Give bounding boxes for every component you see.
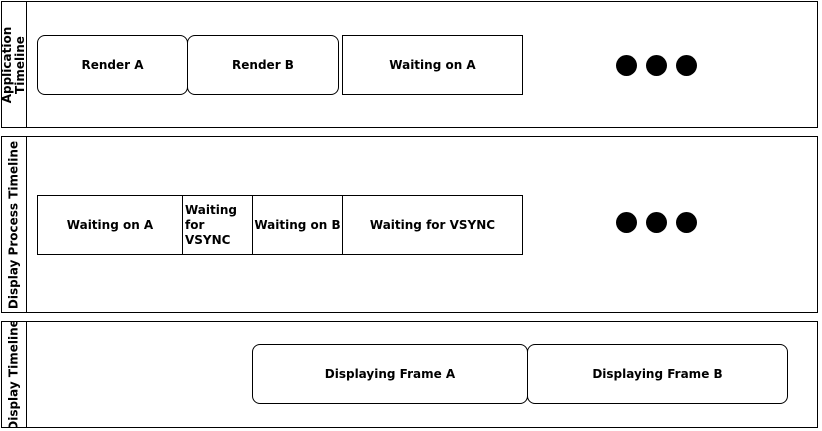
lane-header: Application Timeline xyxy=(2,2,27,127)
displaying-frame-a-box: Displaying Frame A xyxy=(252,344,528,404)
lane-label: Display Process Timeline xyxy=(6,140,21,309)
display-lane: Display Timeline Displaying Frame A Disp… xyxy=(1,321,818,428)
waiting-on-a-box: Waiting on A xyxy=(37,195,183,255)
application-lane: Application Timeline Render A Render B W… xyxy=(1,1,818,128)
dot xyxy=(646,55,667,76)
dot xyxy=(676,55,697,76)
dot xyxy=(616,55,637,76)
waiting-on-a-box: Waiting on A xyxy=(342,35,523,95)
lane-label: Application Timeline xyxy=(2,26,27,103)
render-a-box: Render A xyxy=(37,35,188,95)
dot xyxy=(646,212,667,233)
display-process-lane: Display Process Timeline Waiting on A Wa… xyxy=(1,136,818,313)
displaying-frame-b-box: Displaying Frame B xyxy=(527,344,788,404)
dot xyxy=(616,212,637,233)
waiting-for-vsync-box: Waiting for VSYNC xyxy=(342,195,523,255)
dot xyxy=(676,212,697,233)
waiting-on-b-box: Waiting on B xyxy=(252,195,343,255)
lane-label: Display Timeline xyxy=(6,322,21,427)
waiting-for-vsync-box: Waiting for VSYNC xyxy=(182,195,253,255)
lane-header: Display Process Timeline xyxy=(2,137,27,312)
render-b-box: Render B xyxy=(187,35,339,95)
lane-header: Display Timeline xyxy=(2,322,27,427)
